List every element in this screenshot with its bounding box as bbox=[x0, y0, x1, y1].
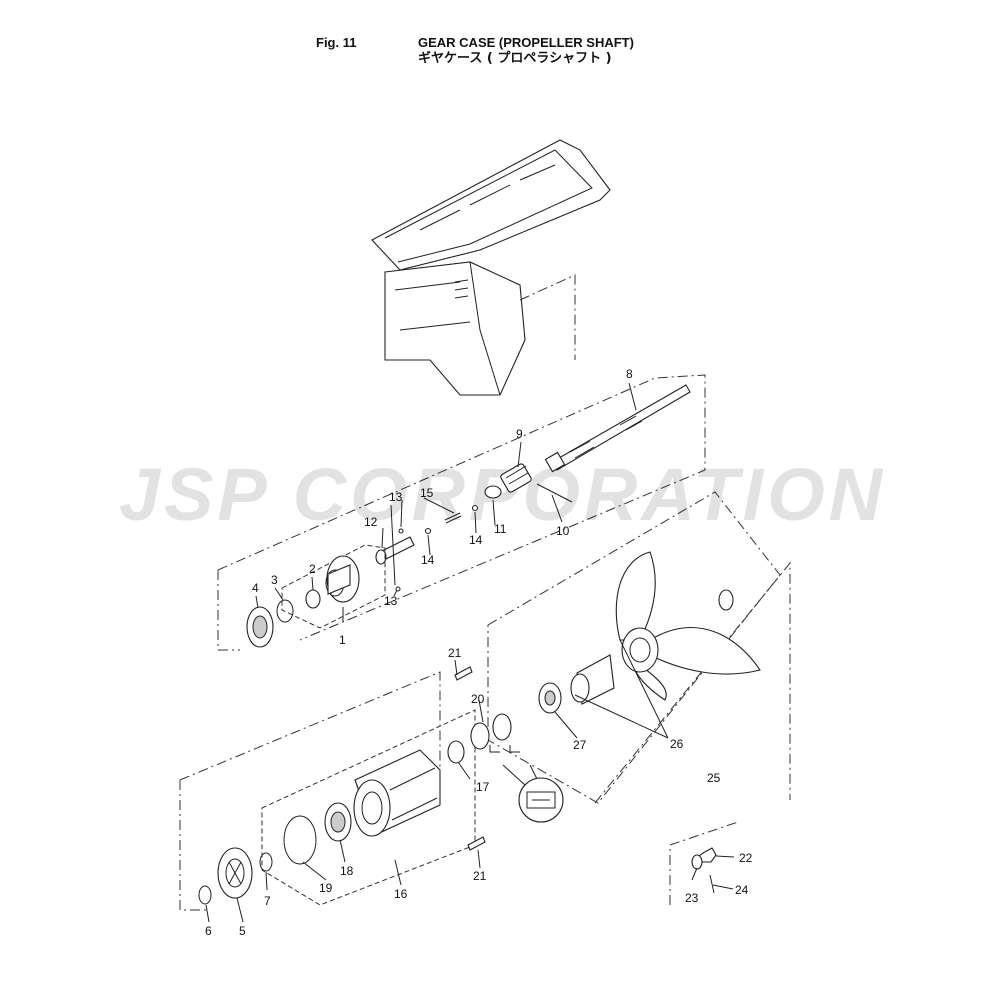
callout-25: 25 bbox=[707, 771, 721, 785]
lower-unit-bearing-frame bbox=[261, 709, 476, 906]
callout-26: 26 bbox=[670, 737, 684, 751]
part-callouts: 8 9 10 11 12 13 13 14 14 15 2 3 4 1 21 2… bbox=[205, 367, 753, 938]
callout-7: 7 bbox=[264, 894, 271, 908]
ball-2 bbox=[424, 527, 432, 535]
bolt-upper bbox=[454, 666, 473, 681]
callout-14-left: 14 bbox=[421, 553, 435, 567]
callout-27: 27 bbox=[573, 738, 587, 752]
bearing-housing-group-frame bbox=[281, 544, 386, 629]
callout-3: 3 bbox=[271, 573, 278, 587]
bearing-housing-outer-frame bbox=[179, 671, 441, 911]
callout-1: 1 bbox=[339, 633, 346, 647]
gear-case-housing bbox=[371, 139, 611, 396]
reverse-gear bbox=[325, 555, 360, 603]
callout-15: 15 bbox=[420, 486, 434, 500]
callout-21-top: 21 bbox=[448, 646, 462, 660]
callout-5: 5 bbox=[239, 924, 246, 938]
propeller-leader bbox=[574, 639, 669, 739]
ball-13-top bbox=[398, 528, 404, 534]
housing-needle-bearing bbox=[447, 740, 465, 764]
callout-10: 10 bbox=[556, 524, 570, 538]
callout-9: 9 bbox=[516, 427, 523, 441]
oil-seal-a bbox=[470, 722, 490, 750]
housing-ball-bearing bbox=[324, 802, 352, 842]
propeller-kit-side-frame bbox=[594, 561, 791, 804]
callout-18: 18 bbox=[340, 864, 354, 878]
shift-plunger bbox=[375, 536, 415, 565]
diagram-title-japanese: ギヤケース ( プロペラシャフト ) bbox=[418, 51, 612, 66]
o-ring bbox=[276, 599, 294, 623]
ball bbox=[471, 504, 479, 512]
callout-23: 23 bbox=[685, 891, 699, 905]
cotter-pin bbox=[709, 874, 715, 894]
cross-pin-ring bbox=[484, 485, 502, 499]
clutch bbox=[500, 463, 532, 493]
callout-13-top: 13 bbox=[389, 490, 403, 504]
callout-20: 20 bbox=[471, 692, 485, 706]
callout-11: 11 bbox=[494, 522, 507, 536]
needle-bearing bbox=[305, 589, 321, 609]
snap-ring bbox=[198, 885, 212, 905]
ball-bearing bbox=[246, 606, 274, 648]
callout-17: 17 bbox=[476, 780, 490, 794]
oil-seal-b bbox=[492, 713, 512, 741]
lower-seal-housing bbox=[217, 847, 253, 899]
callout-4: 4 bbox=[252, 581, 259, 595]
propeller bbox=[615, 551, 761, 701]
cap-o-ring bbox=[259, 852, 273, 872]
callout-16: 16 bbox=[394, 887, 408, 901]
pin bbox=[536, 483, 573, 503]
nut-washer bbox=[691, 854, 703, 870]
propeller-kit-frame bbox=[487, 491, 781, 804]
propeller-shaft bbox=[544, 384, 691, 473]
bearing-housing bbox=[353, 749, 441, 837]
callout-21-bottom: 21 bbox=[473, 869, 487, 883]
callout-8: 8 bbox=[626, 367, 633, 381]
plunger-spring bbox=[444, 512, 462, 524]
callout-22: 22 bbox=[739, 851, 753, 865]
thrust-spacer bbox=[570, 654, 615, 705]
figure-number: Fig. 11 bbox=[316, 35, 357, 50]
callout-13-bottom: 13 bbox=[384, 594, 398, 608]
leader-lines bbox=[205, 382, 735, 923]
oil-seal-detail-callout bbox=[489, 745, 564, 823]
propeller-shaft-group-frame bbox=[217, 374, 706, 651]
nut-group-frame bbox=[669, 821, 739, 905]
diagram-title-english: GEAR CASE (PROPELLER SHAFT) bbox=[418, 35, 634, 50]
housing-o-ring bbox=[283, 815, 317, 865]
thrust-washer bbox=[538, 682, 562, 714]
callout-2: 2 bbox=[309, 562, 316, 576]
callout-24: 24 bbox=[735, 883, 749, 897]
housing-group-outline bbox=[519, 274, 576, 360]
spacer bbox=[718, 589, 734, 611]
bolt-lower bbox=[467, 836, 486, 851]
callout-14-right: 14 bbox=[469, 533, 483, 547]
callout-19: 19 bbox=[319, 881, 333, 895]
callout-12: 12 bbox=[364, 515, 378, 529]
callout-6: 6 bbox=[205, 924, 212, 938]
